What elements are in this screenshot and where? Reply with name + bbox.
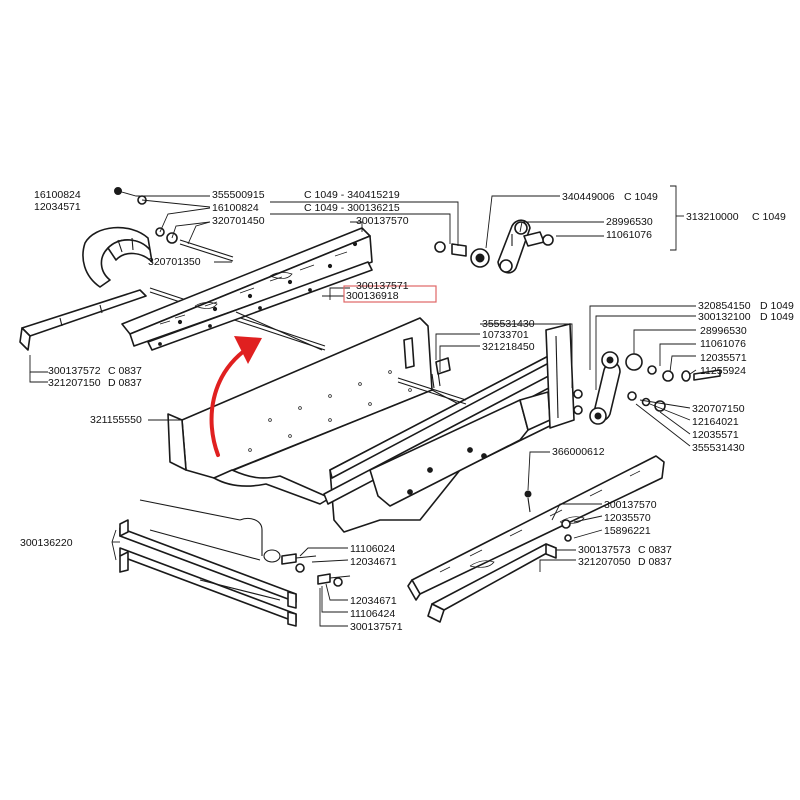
label-355531430-a: 355531430 — [482, 318, 535, 330]
label-320701450: 320701450 — [212, 215, 265, 227]
label-12035571-a: 12035571 — [700, 352, 747, 364]
label-c1049-300136215: C 1049 - 300136215 — [304, 202, 400, 214]
label-355531430-b: 355531430 — [692, 442, 745, 454]
label-c0837-a: C 0837 — [108, 365, 142, 377]
label-300137570-b: 300137570 — [604, 499, 657, 511]
label-10733701: 10733701 — [482, 329, 529, 341]
label-16100824-b: 16100824 — [212, 202, 259, 214]
label-300136220: 300136220 — [20, 537, 73, 549]
lower-frame-rails — [119, 499, 351, 627]
label-c1049-340415219: C 1049 - 340415219 — [304, 189, 400, 201]
label-12034571: 12034571 — [34, 201, 81, 213]
label-320701350: 320701350 — [148, 256, 201, 268]
label-321218450: 321218450 — [482, 341, 535, 353]
label-11106024: 11106024 — [350, 543, 395, 555]
label-11061076-b: 11061076 — [700, 338, 746, 350]
label-321155550: 321155550 — [90, 414, 142, 426]
label-320854150: 320854150 — [698, 300, 751, 312]
label-12035570: 12035570 — [604, 512, 651, 524]
label-320707150: 320707150 — [692, 403, 745, 415]
label-300137571-a: 300137571 — [356, 280, 409, 292]
label-d0837-a: D 0837 — [108, 377, 142, 389]
label-300136918: 300136918 — [346, 290, 399, 302]
upper-side-strip — [121, 227, 373, 351]
label-12035571-b: 12035571 — [692, 429, 739, 441]
label-11255924: 11255924 — [700, 365, 746, 377]
leader-lines — [29, 185, 697, 627]
label-28996530-b: 28996530 — [700, 325, 747, 337]
label-11061076-a: 11061076 — [606, 229, 652, 241]
label-d1049-a: D 1049 — [760, 300, 794, 312]
label-12164021: 12164021 — [692, 416, 739, 428]
upper-linkage-assembly — [434, 219, 554, 274]
label-28996530-a: 28996530 — [606, 216, 653, 228]
label-355500915: 355500915 — [212, 189, 265, 201]
label-c1049-a: C 1049 — [624, 191, 658, 203]
main-frame-body — [167, 311, 583, 533]
label-d1049-b: D 1049 — [760, 311, 794, 323]
lower-side-rail — [407, 455, 665, 623]
label-15896221: 15896221 — [604, 525, 651, 537]
label-300137573: 300137573 — [578, 544, 631, 556]
label-300137571-b: 300137571 — [350, 621, 403, 633]
label-313210000: 313210000 — [686, 211, 739, 223]
highlight-box — [343, 285, 437, 303]
label-321207050: 321207050 — [578, 556, 631, 568]
label-366000612: 366000612 — [552, 446, 605, 458]
label-300137570-a: 300137570 — [356, 215, 409, 227]
label-16100824-a: 16100824 — [34, 189, 81, 201]
label-c1049-b: C 1049 — [752, 211, 786, 223]
label-12034671-b: 12034671 — [350, 595, 397, 607]
label-340449006: 340449006 — [562, 191, 615, 203]
label-d0837-b: D 0837 — [638, 556, 672, 568]
label-321207150: 321207150 — [48, 377, 101, 389]
label-c0837-b: C 0837 — [638, 544, 672, 556]
label-12034671-a: 12034671 — [350, 556, 397, 568]
red-curved-arrow — [209, 336, 262, 457]
label-300132100: 300132100 — [698, 311, 751, 323]
label-300137572: 300137572 — [48, 365, 101, 377]
part-labels: 16100824 12034571 355500915 16100824 320… — [20, 189, 794, 633]
label-11106424: 11106424 — [350, 608, 395, 620]
